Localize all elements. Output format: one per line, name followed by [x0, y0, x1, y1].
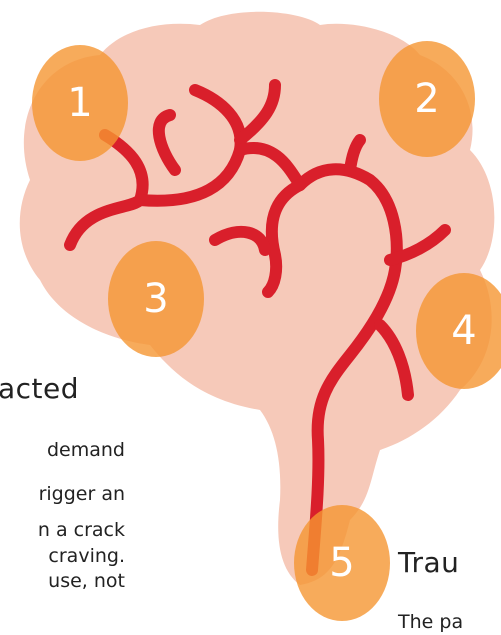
badge-3-label: 3	[143, 276, 168, 322]
left-section-line-5: use, not	[48, 568, 125, 594]
badge-4: 4	[416, 273, 501, 389]
left-section-line-4: craving.	[48, 543, 125, 569]
right-section-heading: Trau	[398, 546, 459, 579]
badge-4-label: 4	[451, 308, 476, 354]
badge-2-label: 2	[414, 76, 439, 122]
left-section-line-1: demand	[47, 437, 125, 463]
right-section-body: The pa	[398, 609, 463, 635]
badge-2: 2	[379, 41, 475, 157]
badge-5-label: 5	[329, 540, 354, 586]
badge-1-label: 1	[67, 80, 92, 126]
left-section-heading: acted	[0, 372, 79, 405]
badge-5: 5	[294, 505, 390, 621]
badge-3: 3	[108, 241, 204, 357]
left-section-line-3: n a crack	[38, 517, 125, 543]
left-section-line-2: rigger an	[39, 481, 125, 507]
badge-1: 1	[32, 45, 128, 161]
